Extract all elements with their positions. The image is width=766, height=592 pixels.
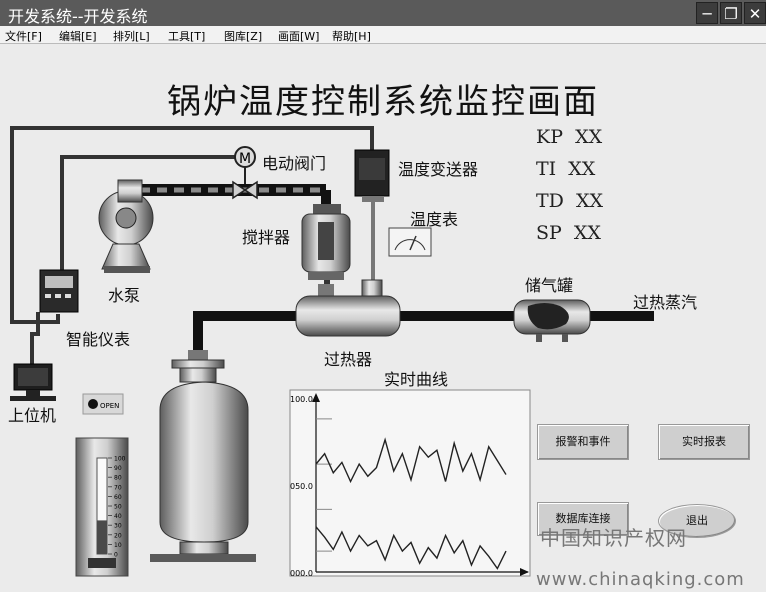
gauge-tick-label: 30 (114, 523, 122, 530)
superheater[interactable] (295, 279, 401, 337)
temperature-transmitter[interactable] (354, 149, 390, 284)
gas-tank-label: 储气罐 (525, 276, 574, 295)
superheater-label: 过热器 (324, 350, 373, 369)
param-kp: KP XX (536, 126, 603, 148)
watermark-cn: 中国知识产权网 (540, 526, 687, 550)
motor-valve[interactable]: M (232, 146, 258, 200)
boiler-riser-pipe (193, 311, 298, 354)
gauge-tick-label: 50 (114, 504, 122, 511)
menu-arrange[interactable]: 排列[L] (113, 30, 150, 43)
close-button[interactable]: ✕ (744, 2, 766, 24)
host-computer[interactable] (10, 363, 56, 401)
series-line-2 (315, 526, 507, 570)
realtime-report-button[interactable]: 实时报表 (658, 424, 750, 460)
menu-edit[interactable]: 编辑[E] (59, 30, 97, 43)
transmitter-label: 温度变送器 (398, 160, 479, 179)
gas-storage-tank[interactable] (513, 299, 591, 342)
process-diagram: M (10, 126, 654, 578)
menu-help[interactable]: 帮助[H] (332, 30, 371, 43)
param-ti: TI XX (536, 158, 596, 180)
exit-button[interactable]: 退出 (658, 504, 736, 538)
watermark-url: www.chinaqking.com (536, 569, 745, 590)
signal-wire-outer (10, 126, 374, 324)
restore-button[interactable]: ❐ (720, 2, 742, 24)
gauge-tick-label: 10 (114, 542, 122, 549)
controller-label: 智能仪表 (66, 330, 131, 349)
menu-bar: 文件[F] 编辑[E] 排列[L] 工具[T] 图库[Z] 画面[W] 帮助[H… (0, 26, 766, 44)
open-indicator-label: OPEN (100, 402, 119, 410)
series-line-1 (315, 437, 507, 484)
open-indicator[interactable]: OPEN (82, 393, 124, 415)
gauge-level-fill (97, 520, 107, 554)
monitor-canvas: M (0, 44, 766, 592)
pump-label: 水泵 (108, 286, 141, 305)
trend-chart: 100.0 050.0 000.0 (289, 389, 531, 578)
steam-label: 过热蒸汽 (633, 293, 698, 312)
gauge-tick-label: 20 (114, 532, 122, 539)
page-title: 锅炉温度控制系统监控画面 (167, 82, 599, 122)
trend-label: 实时曲线 (384, 370, 449, 389)
gauge-tick-label: 90 (114, 465, 122, 472)
thermometer-gauge[interactable] (388, 227, 432, 257)
gauge-tick-label: 60 (114, 494, 122, 501)
param-td: TD XX (536, 190, 604, 212)
smart-controller[interactable] (39, 269, 79, 313)
gauge-tick-label: 40 (114, 513, 122, 520)
valve-label: 电动阀门 (262, 154, 327, 173)
signal-wire-inner (60, 155, 242, 272)
boiler-tank[interactable] (150, 350, 256, 562)
mixer-label: 搅拌器 (242, 228, 291, 247)
window-title: 开发系统--开发系统 (8, 7, 148, 26)
y-tick-label: 050.0 (290, 482, 313, 491)
gauge-tick-label: 100 (114, 456, 126, 463)
gauge-tick-label: 80 (114, 475, 122, 482)
host-label: 上位机 (8, 406, 57, 425)
menu-screen[interactable]: 画面[W] (278, 30, 320, 43)
menu-file[interactable]: 文件[F] (5, 30, 42, 43)
title-bar: 开发系统--开发系统 ─ ❐ ✕ (0, 0, 766, 26)
thermometer-label: 温度表 (410, 210, 459, 229)
y-tick-label: 100.0 (290, 395, 313, 404)
gauge-tick-label: 70 (114, 484, 122, 491)
menu-tools[interactable]: 工具[T] (168, 30, 206, 43)
minimize-button[interactable]: ─ (696, 2, 718, 24)
signal-wire-host (30, 312, 40, 366)
y-tick-label: 000.0 (290, 569, 313, 578)
gauge-tick-label: 0 (114, 552, 118, 559)
database-connect-button[interactable]: 数据库连接 (537, 502, 629, 536)
water-pump[interactable] (98, 179, 154, 273)
menu-library[interactable]: 图库[Z] (224, 30, 263, 43)
valve-motor-symbol: M (239, 151, 251, 167)
alarm-events-button[interactable]: 报警和事件 (537, 424, 629, 460)
param-sp: SP XX (536, 222, 601, 244)
